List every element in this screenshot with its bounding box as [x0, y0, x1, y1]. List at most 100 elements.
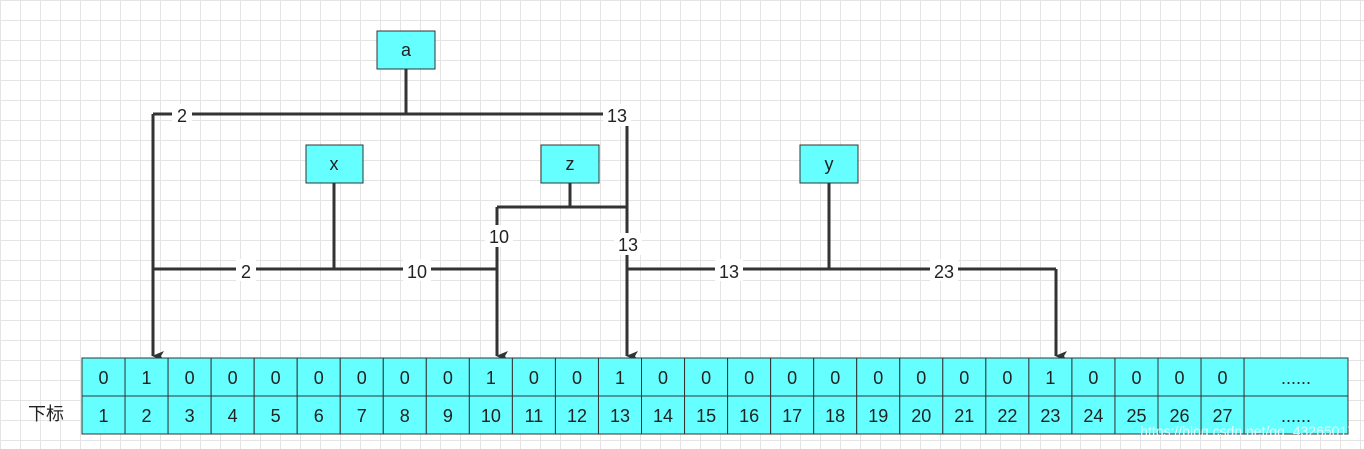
bit-cell: 0	[572, 368, 582, 388]
index-cell: 10	[481, 406, 501, 426]
index-cell: 6	[314, 406, 324, 426]
bit-cell: 0	[1218, 368, 1228, 388]
bit-cell-box	[425, 357, 470, 397]
nodes: a x z y	[305, 30, 859, 184]
index-cell: 4	[228, 406, 238, 426]
index-cell: 18	[825, 406, 845, 426]
bit-cell: 0	[357, 368, 367, 388]
index-cell: 9	[443, 406, 453, 426]
bit-cell: 1	[1045, 368, 1055, 388]
index-cell-box	[770, 395, 815, 435]
node-z: z	[540, 144, 600, 184]
bit-cell-ellipsis: ......	[1281, 368, 1311, 388]
edge-label-x-right: 10	[407, 262, 427, 282]
bit-cell-box	[597, 357, 643, 397]
index-cell: 19	[868, 406, 888, 426]
index-cell-ellipsis: ......	[1281, 406, 1311, 426]
bit-cell: 0	[99, 368, 109, 388]
index-cell-box	[856, 395, 901, 435]
index-cell: 25	[1126, 406, 1146, 426]
bit-cell: 1	[142, 368, 152, 388]
edge-label-z-right: 13	[618, 235, 638, 255]
index-cell: 5	[271, 406, 281, 426]
index-cell-box	[554, 395, 599, 435]
bit-cell: 0	[1131, 368, 1141, 388]
index-cell: 21	[954, 406, 974, 426]
index-cell-box	[899, 395, 944, 435]
index-cell: 22	[997, 406, 1017, 426]
bit-array: 0112030405060708091100110121130140150160…	[81, 357, 1349, 435]
bit-cell: 0	[228, 368, 238, 388]
index-cell: 26	[1170, 406, 1190, 426]
bit-cell: 1	[615, 368, 625, 388]
index-cell: 24	[1083, 406, 1103, 426]
bit-cell-box	[942, 357, 987, 397]
index-cell-box	[468, 395, 513, 435]
index-cell: 23	[1040, 406, 1060, 426]
index-cell: 2	[142, 406, 152, 426]
bit-cell: 0	[658, 368, 668, 388]
node-a-label: a	[401, 40, 412, 60]
index-cell-box	[597, 395, 643, 435]
bit-cell: 0	[701, 368, 711, 388]
edge-label-y-right: 23	[934, 262, 954, 282]
index-cell-box	[81, 395, 126, 435]
index-cell: 3	[185, 406, 195, 426]
edge-label-a-left: 2	[177, 106, 187, 126]
bit-cell: 0	[185, 368, 195, 388]
bit-cell-box	[1071, 357, 1116, 397]
index-cell: 17	[782, 406, 802, 426]
index-cell: 12	[567, 406, 587, 426]
edge-label-y-left: 13	[719, 262, 739, 282]
bit-cell: 0	[916, 368, 926, 388]
bit-cell-box	[1114, 357, 1159, 397]
index-cell-box	[296, 395, 341, 435]
index-cell-box	[942, 395, 987, 435]
index-cell: 1	[99, 406, 109, 426]
bit-cell: 0	[830, 368, 840, 388]
bit-cell: 0	[787, 368, 797, 388]
bit-cell: 0	[959, 368, 969, 388]
index-cell: 11	[525, 406, 544, 426]
index-cell-box	[167, 395, 212, 435]
index-cell-box	[985, 395, 1030, 435]
index-cell-box	[425, 395, 470, 435]
bit-cell: 0	[314, 368, 324, 388]
bit-cell-box	[899, 357, 944, 397]
bit-cell: 0	[400, 368, 410, 388]
bit-cell: 0	[744, 368, 754, 388]
watermark: https://blog.csdn.net/qq_43265017	[1140, 423, 1355, 439]
index-cell-box	[1200, 395, 1245, 435]
index-cell-ellipsis-box	[1243, 395, 1349, 435]
bit-cell: 0	[1088, 368, 1098, 388]
index-cell: 14	[653, 406, 673, 426]
index-cell: 8	[400, 406, 410, 426]
index-cell: 13	[610, 406, 630, 426]
index-cell-box	[684, 395, 729, 435]
bit-cell-box	[1157, 357, 1202, 397]
edge-label-x-left: 2	[241, 262, 251, 282]
index-cell-box	[1114, 395, 1159, 435]
bit-cell: 0	[1175, 368, 1185, 388]
bit-cell-box	[468, 357, 513, 397]
edge-labels: 2 13 2 10 10 13 13 23	[172, 104, 958, 282]
index-cell-box	[253, 395, 298, 435]
index-cell-box	[511, 395, 556, 435]
index-cell: 20	[911, 406, 931, 426]
node-a: a	[376, 30, 436, 70]
bit-cell-box	[856, 357, 901, 397]
index-cell: 7	[357, 406, 367, 426]
bit-cell: 0	[271, 368, 281, 388]
bit-cell-box	[1028, 357, 1073, 397]
bit-cell: 0	[1002, 368, 1012, 388]
bit-cell-box	[382, 357, 427, 397]
index-cell-box	[382, 395, 427, 435]
connectors	[151, 69, 1067, 361]
bit-cell: 0	[443, 368, 453, 388]
index-cell-box	[813, 395, 858, 435]
node-y: y	[799, 144, 859, 184]
bit-cell-box	[210, 357, 255, 397]
index-row-label: 下标	[28, 404, 64, 424]
edge-label-z-left: 10	[489, 227, 509, 247]
